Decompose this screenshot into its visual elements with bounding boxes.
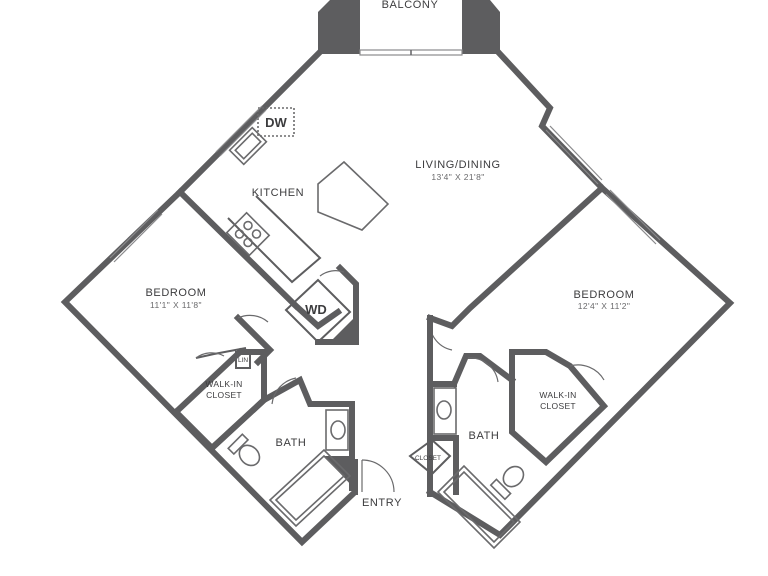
bath-left-wall (207, 375, 355, 491)
toilet-left (227, 433, 261, 467)
walkin-closet-right-label-2: CLOSET (540, 401, 576, 411)
kitchen-label: KITCHEN (252, 187, 304, 199)
entry-label: ENTRY (362, 497, 402, 509)
vanity-left (325, 409, 349, 451)
bedroom-right-label: BEDROOM (573, 289, 634, 301)
living-dining-dimensions: 13'4" X 21'8" (431, 172, 484, 182)
window-living-right (545, 125, 603, 185)
bath-right-label: BATH (469, 430, 500, 442)
balcony-label: BALCONY (382, 0, 439, 11)
balcony-pillar-right (462, 0, 500, 54)
window-bedroom-right (605, 189, 661, 245)
wd-closet (284, 278, 352, 344)
bedroom-right-dimensions: 12'4" X 11'2" (578, 301, 631, 311)
linen-closet-label: LIN (238, 357, 248, 364)
wall-bedroom-right (426, 183, 607, 330)
sink-kitchen (228, 126, 268, 166)
toilet-right (489, 465, 525, 501)
kitchen-counter (227, 195, 322, 284)
walkin-closet-left-label-1: WALK-IN (205, 379, 242, 389)
entry-door (361, 459, 395, 493)
wall-bedroom-hall (171, 347, 245, 417)
vanity-right (433, 387, 457, 435)
walkin-closet-left-label-2: CLOSET (206, 390, 242, 400)
stove (225, 211, 271, 257)
closet-small-label: CLOSET (415, 455, 441, 462)
walkin-closet-right-wall (509, 349, 609, 467)
wd-closet-corner (330, 316, 356, 342)
dishwasher (257, 107, 295, 137)
window-bedroom-left (109, 209, 163, 263)
dw-label: DW (265, 115, 287, 130)
tub-left (268, 448, 352, 528)
kitchen-island (317, 160, 390, 231)
living-dining-label: LIVING/DINING (415, 159, 500, 171)
bedroom-left-dimensions: 11'1" X 11'8" (150, 300, 202, 310)
bath-left-label: BATH (276, 437, 307, 449)
bedroom-left-label: BEDROOM (145, 287, 206, 299)
window-kitchen (215, 105, 267, 157)
tub-right (436, 464, 522, 550)
wall-bedroom-kitchen (175, 187, 301, 311)
closet-small (408, 438, 452, 476)
wd-label: WD (305, 302, 327, 317)
walkin-closet-right-label-1: WALK-IN (539, 390, 576, 400)
bath-right-wall (450, 353, 517, 388)
outer-wall (60, 49, 358, 547)
balcony-pillar-left (318, 0, 360, 54)
